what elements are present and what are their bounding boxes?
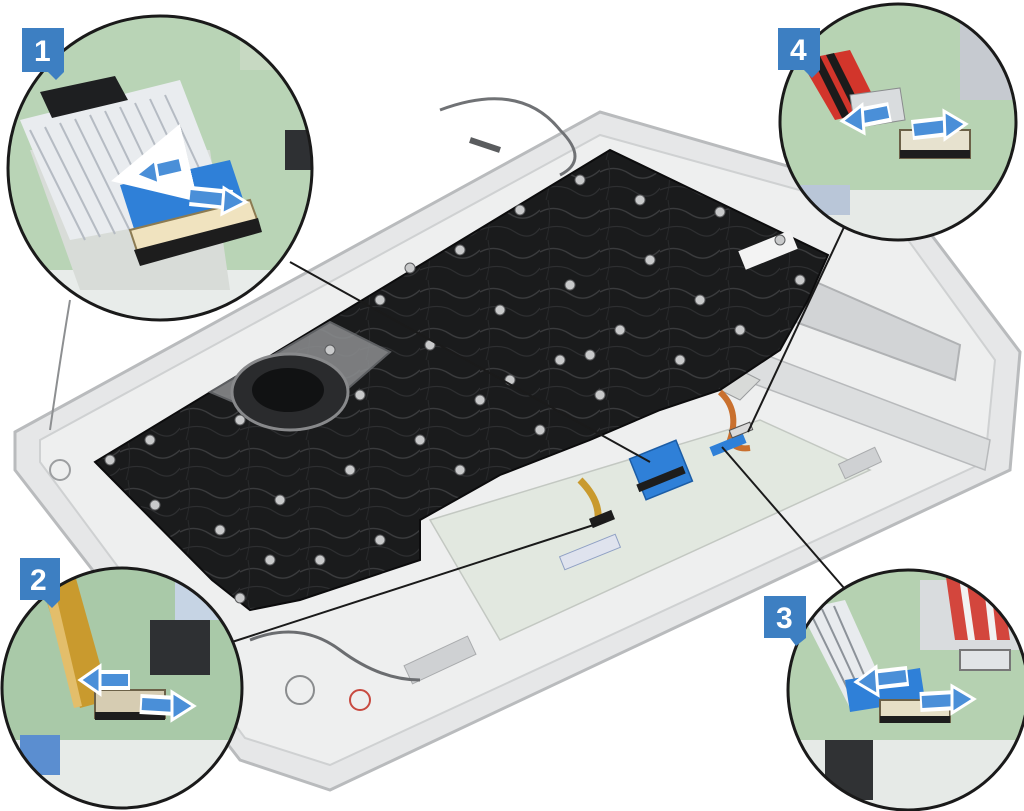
badge-3-number: 3: [776, 602, 793, 635]
keyboard-plate-screws: [104, 174, 806, 604]
badge-4-number: 4: [790, 34, 807, 67]
callout-3-arrows: [853, 664, 977, 716]
callout-magnifier-4: [778, 2, 1018, 242]
badge-2: 2: [20, 558, 60, 608]
badge-1: 1: [22, 28, 64, 80]
callout-1-arrows: [111, 123, 250, 217]
callout-magnifier-1: [6, 14, 314, 322]
keyboard-shield-plate: [93, 148, 830, 612]
badge-2-number: 2: [30, 564, 47, 597]
leader-lines: [231, 224, 846, 643]
badge-3: 3: [764, 596, 806, 646]
callout-magnifier-2: [0, 566, 244, 810]
callout-4-arrows: [839, 102, 969, 142]
badge-1-number: 1: [34, 35, 51, 68]
callout-2-arrows: [77, 663, 197, 723]
badge-4: 4: [778, 28, 820, 78]
callout-magnifier-3: [786, 568, 1024, 811]
